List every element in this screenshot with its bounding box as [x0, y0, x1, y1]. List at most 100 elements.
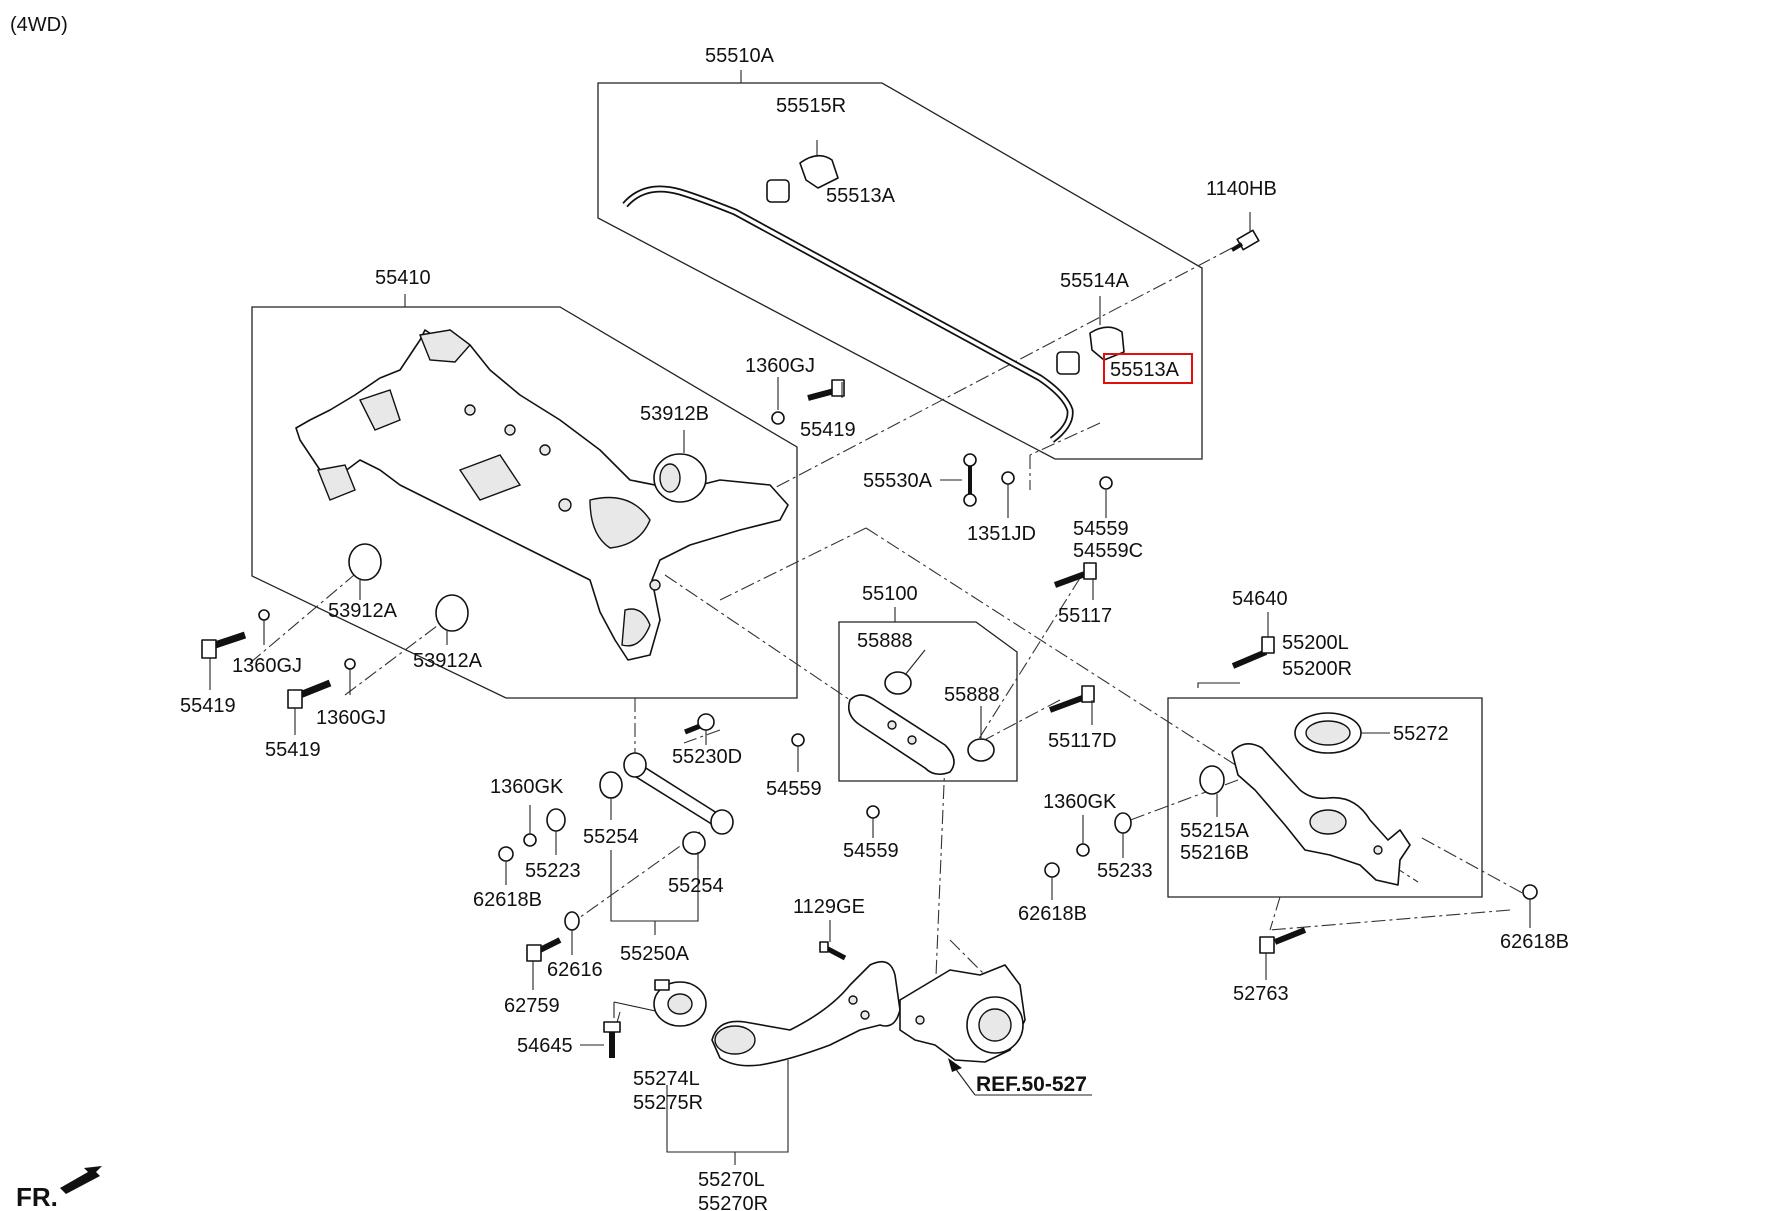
- part-label[interactable]: 55275R: [633, 1092, 703, 1114]
- part-label[interactable]: 1360GK: [490, 776, 564, 798]
- washer-62616[interactable]: [564, 911, 580, 955]
- bushing-55215a[interactable]: [1199, 765, 1225, 817]
- bushing-55274l[interactable]: [653, 979, 707, 1027]
- nut-1360gj-1[interactable]: [771, 377, 785, 425]
- part-label[interactable]: 62618B: [1018, 903, 1087, 925]
- part-label[interactable]: 54559: [1073, 518, 1129, 540]
- part-label[interactable]: 55515R: [776, 95, 846, 117]
- part-label[interactable]: 53912B: [640, 403, 709, 425]
- nut-54559-upper[interactable]: [1099, 476, 1113, 518]
- part-label[interactable]: 55888: [944, 684, 1000, 706]
- part-label[interactable]: 55200R: [1282, 658, 1352, 680]
- bushing-55888-1[interactable]: [884, 649, 926, 695]
- part-label[interactable]: 54559: [766, 778, 822, 800]
- part-label[interactable]: 62618B: [473, 889, 542, 911]
- part-label[interactable]: 55513A: [826, 185, 896, 207]
- bolt-54640[interactable]: [1231, 612, 1275, 669]
- rear-crossmember[interactable]: [295, 329, 789, 661]
- washer-55223[interactable]: [546, 808, 566, 855]
- part-label[interactable]: 55514A: [1060, 270, 1130, 292]
- part-label[interactable]: 55888: [857, 630, 913, 652]
- crossmember-bushing-53912a-1[interactable]: [348, 543, 382, 600]
- stabilizer-bar[interactable]: [622, 185, 1074, 443]
- bushing-55254-2[interactable]: [682, 831, 706, 870]
- part-label[interactable]: 55510A: [705, 45, 775, 67]
- nut-62618b-3[interactable]: [1522, 884, 1538, 928]
- stabilizer-link-55530a[interactable]: [940, 453, 977, 507]
- part-label[interactable]: 62618B: [1500, 931, 1569, 953]
- part-label[interactable]: 62616: [547, 959, 603, 981]
- part-label[interactable]: 55200L: [1282, 632, 1349, 654]
- bolt-54645[interactable]: [580, 1021, 621, 1058]
- part-label[interactable]: 55419: [265, 739, 321, 761]
- part-label[interactable]: 55233: [1097, 860, 1153, 882]
- part-label[interactable]: 54559: [843, 840, 899, 862]
- bolt-1129ge[interactable]: [819, 920, 847, 961]
- washer-55233[interactable]: [1114, 812, 1132, 858]
- nut-62618b-2[interactable]: [1044, 862, 1060, 900]
- part-label[interactable]: 55230D: [672, 746, 742, 768]
- nut-1351jd[interactable]: [1001, 471, 1015, 518]
- crossmember-bushing-53912b[interactable]: [653, 430, 707, 503]
- bolt-55419-1[interactable]: [807, 379, 845, 401]
- stabilizer-bushing-lower[interactable]: [1056, 351, 1080, 375]
- part-label[interactable]: 55270L: [698, 1169, 765, 1191]
- part-label[interactable]: 1360GJ: [232, 655, 302, 677]
- part-label[interactable]: 1140HB: [1206, 178, 1277, 200]
- part-label[interactable]: 55215A: [1180, 820, 1250, 842]
- crossmember-bushing-53912a-2[interactable]: [435, 594, 469, 645]
- bolt-55117d[interactable]: [1048, 685, 1095, 725]
- ref-label[interactable]: REF.50-527: [976, 1073, 1087, 1096]
- stabilizer-bracket-lower[interactable]: [1089, 296, 1125, 361]
- part-label[interactable]: 1360GK: [1043, 791, 1117, 813]
- part-label[interactable]: 1351JD: [967, 523, 1036, 545]
- bolt-55230d[interactable]: [684, 713, 715, 745]
- rear-knuckle-ref[interactable]: [899, 964, 1026, 1063]
- nut-1360gj-3[interactable]: [344, 658, 356, 695]
- part-label[interactable]: 55117: [1058, 605, 1112, 627]
- bushing-55254-1[interactable]: [599, 771, 623, 820]
- part-label[interactable]: 55254: [668, 875, 724, 897]
- part-label[interactable]: 54645: [517, 1035, 573, 1057]
- bolt-62759[interactable]: [526, 937, 562, 990]
- nut-54559-mid[interactable]: [866, 805, 880, 838]
- stabilizer-bushing-upper[interactable]: [766, 179, 790, 203]
- part-label[interactable]: 55250A: [620, 943, 690, 965]
- bolt-52763[interactable]: [1259, 927, 1307, 980]
- part-label[interactable]: 1360GJ: [745, 355, 815, 377]
- lower-arm-55200[interactable]: [1231, 743, 1411, 886]
- spring-pad-55272[interactable]: [1294, 712, 1390, 754]
- bolt-55419-2[interactable]: [201, 631, 247, 690]
- bolt-1140hb[interactable]: [1230, 212, 1260, 252]
- part-label[interactable]: 53912A: [328, 600, 398, 622]
- part-label[interactable]: 55530A: [863, 470, 933, 492]
- part-label[interactable]: 55274L: [633, 1068, 700, 1090]
- part-label[interactable]: 55270R: [698, 1193, 768, 1211]
- part-label[interactable]: 55272: [1393, 723, 1449, 745]
- nut-1360gj-2[interactable]: [258, 609, 270, 645]
- part-label[interactable]: 55410: [375, 267, 431, 289]
- part-label[interactable]: 55419: [800, 419, 856, 441]
- part-label[interactable]: 62759: [504, 995, 560, 1017]
- bolt-55117[interactable]: [1053, 562, 1097, 600]
- part-label[interactable]: 55223: [525, 860, 581, 882]
- part-label[interactable]: 53912A: [413, 650, 483, 672]
- part-label[interactable]: 55254: [583, 826, 639, 848]
- upper-arm-55100[interactable]: [847, 694, 955, 776]
- part-label[interactable]: 52763: [1233, 983, 1289, 1005]
- part-label[interactable]: 54640: [1232, 588, 1288, 610]
- part-label[interactable]: 55216B: [1180, 842, 1249, 864]
- nut-62618b-1[interactable]: [498, 846, 514, 885]
- part-label[interactable]: 55419: [180, 695, 236, 717]
- assist-arm-55250a[interactable]: [623, 752, 734, 835]
- bolt-55419-3[interactable]: [287, 679, 332, 735]
- part-label[interactable]: 55100: [862, 583, 918, 605]
- trailing-arm-55270[interactable]: [711, 960, 901, 1067]
- part-label[interactable]: 1129GE: [793, 896, 865, 918]
- nut-1360gk-1[interactable]: [523, 805, 537, 847]
- stabilizer-bracket-upper[interactable]: [799, 140, 839, 189]
- nut-54559-left[interactable]: [791, 733, 805, 772]
- part-label[interactable]: 55117D: [1048, 730, 1117, 752]
- bushing-55888-2[interactable]: [967, 706, 995, 762]
- nut-1360gk-2[interactable]: [1076, 815, 1090, 857]
